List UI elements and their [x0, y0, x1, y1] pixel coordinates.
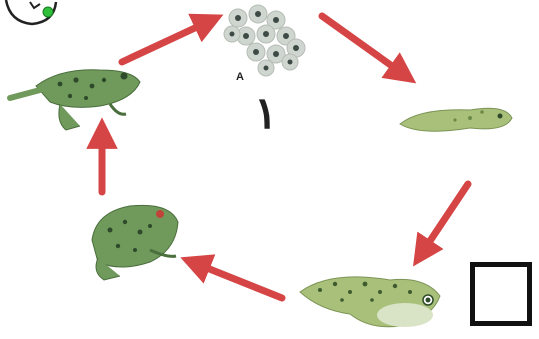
stage-number-label: ١ [254, 92, 278, 136]
arrow-legged-tadpole-to-froglet [192, 262, 282, 298]
arrow-tadpole-to-legged-tadpole [420, 184, 468, 256]
frog-eggs-illustration [224, 5, 305, 76]
stage-letter-label: A [236, 71, 244, 83]
answer-box[interactable] [470, 262, 532, 326]
arrow-eggs-to-tadpole [322, 16, 406, 76]
arrow-adult-to-eggs [122, 20, 212, 62]
tadpole-with-legs-illustration [300, 277, 440, 327]
corner-logo-icon [6, 0, 56, 24]
young-tadpole-illustration [400, 108, 512, 131]
adult-frog-illustration [10, 70, 140, 130]
froglet-illustration [92, 205, 178, 280]
